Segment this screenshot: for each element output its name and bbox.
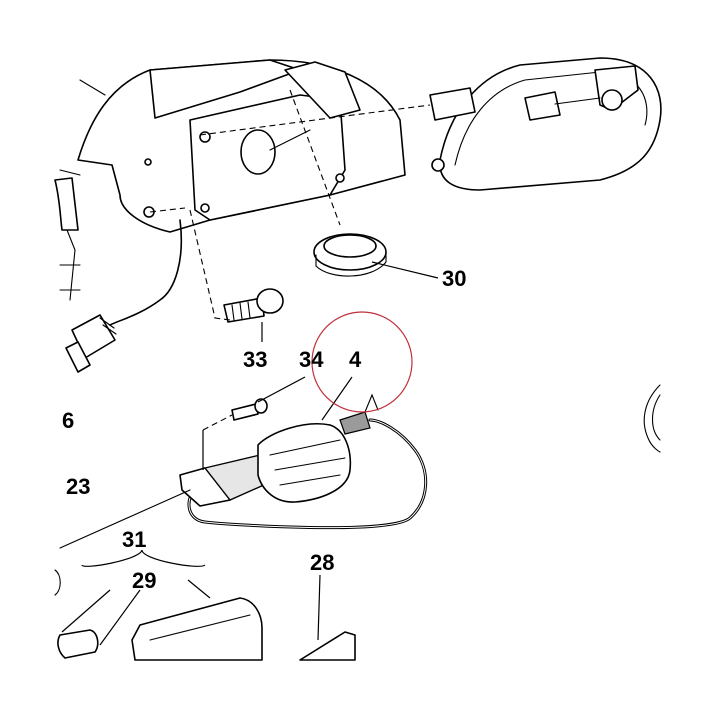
- wiring-connector-harness: [65, 219, 183, 373]
- callout-30: 30: [442, 266, 466, 291]
- callout-23: 23: [66, 474, 90, 499]
- side-panel-edge: [643, 384, 661, 453]
- highlight-circle: [311, 311, 413, 413]
- callout-34: 34: [299, 347, 324, 372]
- leader-lines: [61, 261, 439, 646]
- headlight-unit: [429, 57, 662, 191]
- callout-29: 29: [132, 568, 156, 593]
- callout-33: 33: [243, 347, 267, 372]
- bolt-part: [189, 209, 284, 323]
- sensor-with-cable-part: [179, 393, 428, 530]
- lower-left-parts: [54, 489, 356, 661]
- headlight-bracket-assembly: [54, 59, 431, 301]
- callout-4: 4: [349, 347, 362, 372]
- callout-31: 31: [122, 527, 146, 552]
- locking-ring-part: [313, 233, 387, 277]
- screw-part: [202, 398, 268, 431]
- callout-28: 28: [310, 550, 334, 575]
- callout-6: 6: [62, 408, 74, 433]
